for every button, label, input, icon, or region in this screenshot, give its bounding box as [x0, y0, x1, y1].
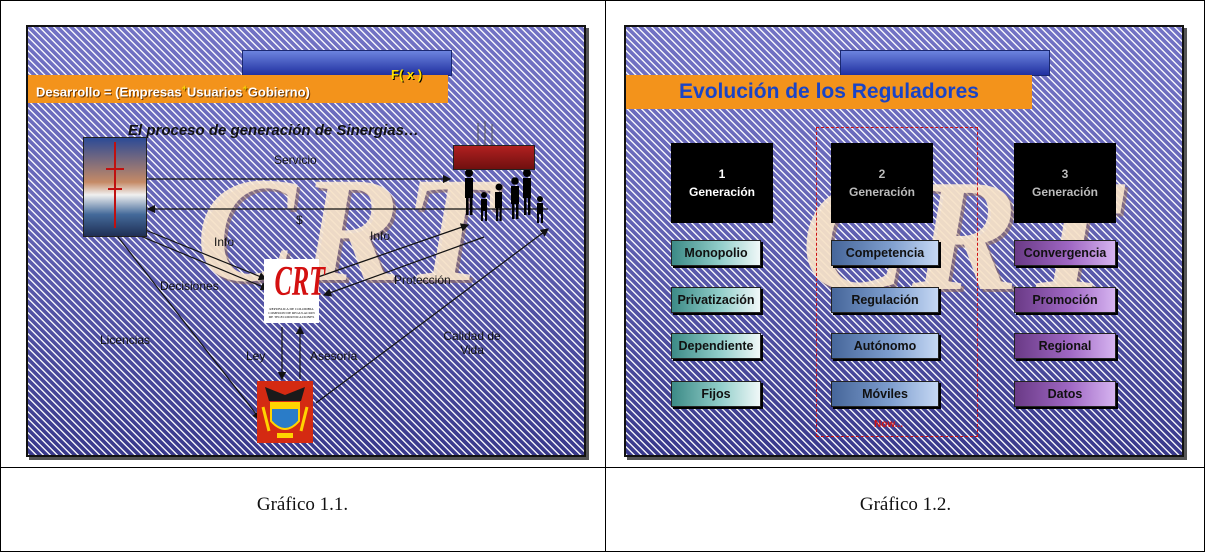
- generation-2-header: 2 Generación: [831, 143, 933, 223]
- gen3-item-convergencia: Convergencia: [1014, 240, 1116, 266]
- generation-label: Generación: [1031, 185, 1099, 199]
- generation-label: Generación: [848, 185, 916, 199]
- label-asesoria: Asesoría: [310, 349, 358, 363]
- gen3-item-promocion: Promoción: [1014, 287, 1116, 313]
- table-divider-horizontal: [0, 467, 1205, 468]
- generation-number: 3: [1061, 167, 1069, 181]
- formula-part-empresas: Desarrollo = (Empresas: [36, 84, 182, 100]
- slide-synergy-process: Desarrollo = (Empresas+Usuarios+Gobierno…: [26, 25, 586, 457]
- arrow-calidad-vida: [315, 228, 549, 404]
- label-ley: Ley: [246, 349, 266, 363]
- gen2-item-regulacion: Regulación: [831, 287, 939, 313]
- arrow-info-right: [317, 223, 470, 278]
- gen3-item-regional: Regional: [1014, 333, 1116, 359]
- arrow-info-left: [137, 226, 268, 281]
- crt-logo-caption: REPUBLICA DE COLOMBIA COMISION DE REGULA…: [264, 307, 319, 319]
- development-formula: Desarrollo = (Empresas+Usuarios+Gobierno…: [36, 83, 310, 99]
- company-building-photo: [453, 145, 535, 170]
- label-calidad-de-vida: Calidad de Vida: [432, 329, 512, 357]
- gen2-item-moviles: Móviles: [831, 381, 939, 407]
- family-silhouette-icon: [465, 169, 543, 223]
- label-calidad: Calidad de: [443, 329, 501, 343]
- generation-3-header: 3 Generación: [1014, 143, 1116, 223]
- label-licencias: Licencias: [100, 333, 151, 347]
- title-banner: [28, 75, 448, 103]
- label-proteccion: Protección: [394, 273, 451, 287]
- generation-number: 1: [718, 167, 726, 181]
- gen1-item-monopolio: Monopolio: [671, 240, 761, 266]
- flow-arrows: [117, 121, 549, 420]
- label-servicio: Servicio: [274, 153, 317, 167]
- gen1-item-privatizacion: Privatización: [671, 287, 761, 313]
- slide-regulator-evolution: Evolución de los Reguladores CRT Now... …: [624, 25, 1184, 457]
- crt-logo-text: CRT: [274, 259, 326, 305]
- gen1-item-fijos: Fijos: [671, 381, 761, 407]
- now-label: Now...: [874, 419, 904, 430]
- telecom-tower-photo: [83, 137, 147, 237]
- label-money: $: [296, 213, 303, 227]
- label-info-left: Info: [214, 235, 235, 249]
- slide-title: Evolución de los Reguladores: [679, 80, 979, 103]
- title-banner: [626, 75, 1032, 109]
- generation-number: 2: [878, 167, 886, 181]
- label-info-right: Info: [370, 229, 391, 243]
- arrow-licencias: [117, 236, 261, 420]
- generation-label: Generación: [688, 185, 756, 199]
- crt-caption-line: COMISION DE REGULACION: [268, 311, 315, 315]
- gen2-item-autonomo: Autónomo: [831, 333, 939, 359]
- arrow-proteccion: [322, 236, 485, 297]
- arrow-decisiones: [137, 234, 270, 291]
- plus-sign: +: [242, 83, 248, 93]
- slide-header-bar: [840, 50, 1050, 76]
- colombia-coat-of-arms-icon: [257, 381, 313, 443]
- formula-part-gobierno: Gobierno): [247, 84, 310, 100]
- label-vida: Vida: [460, 343, 484, 357]
- crt-logo: CRT REPUBLICA DE COLOMBIA COMISION DE RE…: [264, 259, 326, 323]
- gen3-item-datos: Datos: [1014, 381, 1116, 407]
- function-notation: F( x ): [391, 67, 423, 82]
- plus-sign: +: [181, 83, 187, 93]
- gen2-item-competencia: Competencia: [831, 240, 939, 266]
- current-generation-highlight: [816, 127, 978, 437]
- gen1-item-dependiente: Dependiente: [671, 333, 761, 359]
- slide-subtitle: El proceso de generación de Sinergias…: [128, 122, 419, 139]
- factory-chimney-icon: [477, 121, 493, 145]
- crt-caption-line: REPUBLICA DE COLOMBIA: [269, 307, 314, 311]
- generation-1-header: 1 Generación: [671, 143, 773, 223]
- label-decisiones: Decisiones: [160, 279, 219, 293]
- crt-caption-line: DE TELECOMUNICACIONES: [268, 315, 315, 319]
- caption-grafico-1-1: Gráfico 1.1.: [256, 494, 349, 515]
- table-divider-vertical: [605, 0, 606, 552]
- caption-grafico-1-2: Gráfico 1.2.: [859, 494, 952, 515]
- formula-part-usuarios: Usuarios: [186, 84, 243, 100]
